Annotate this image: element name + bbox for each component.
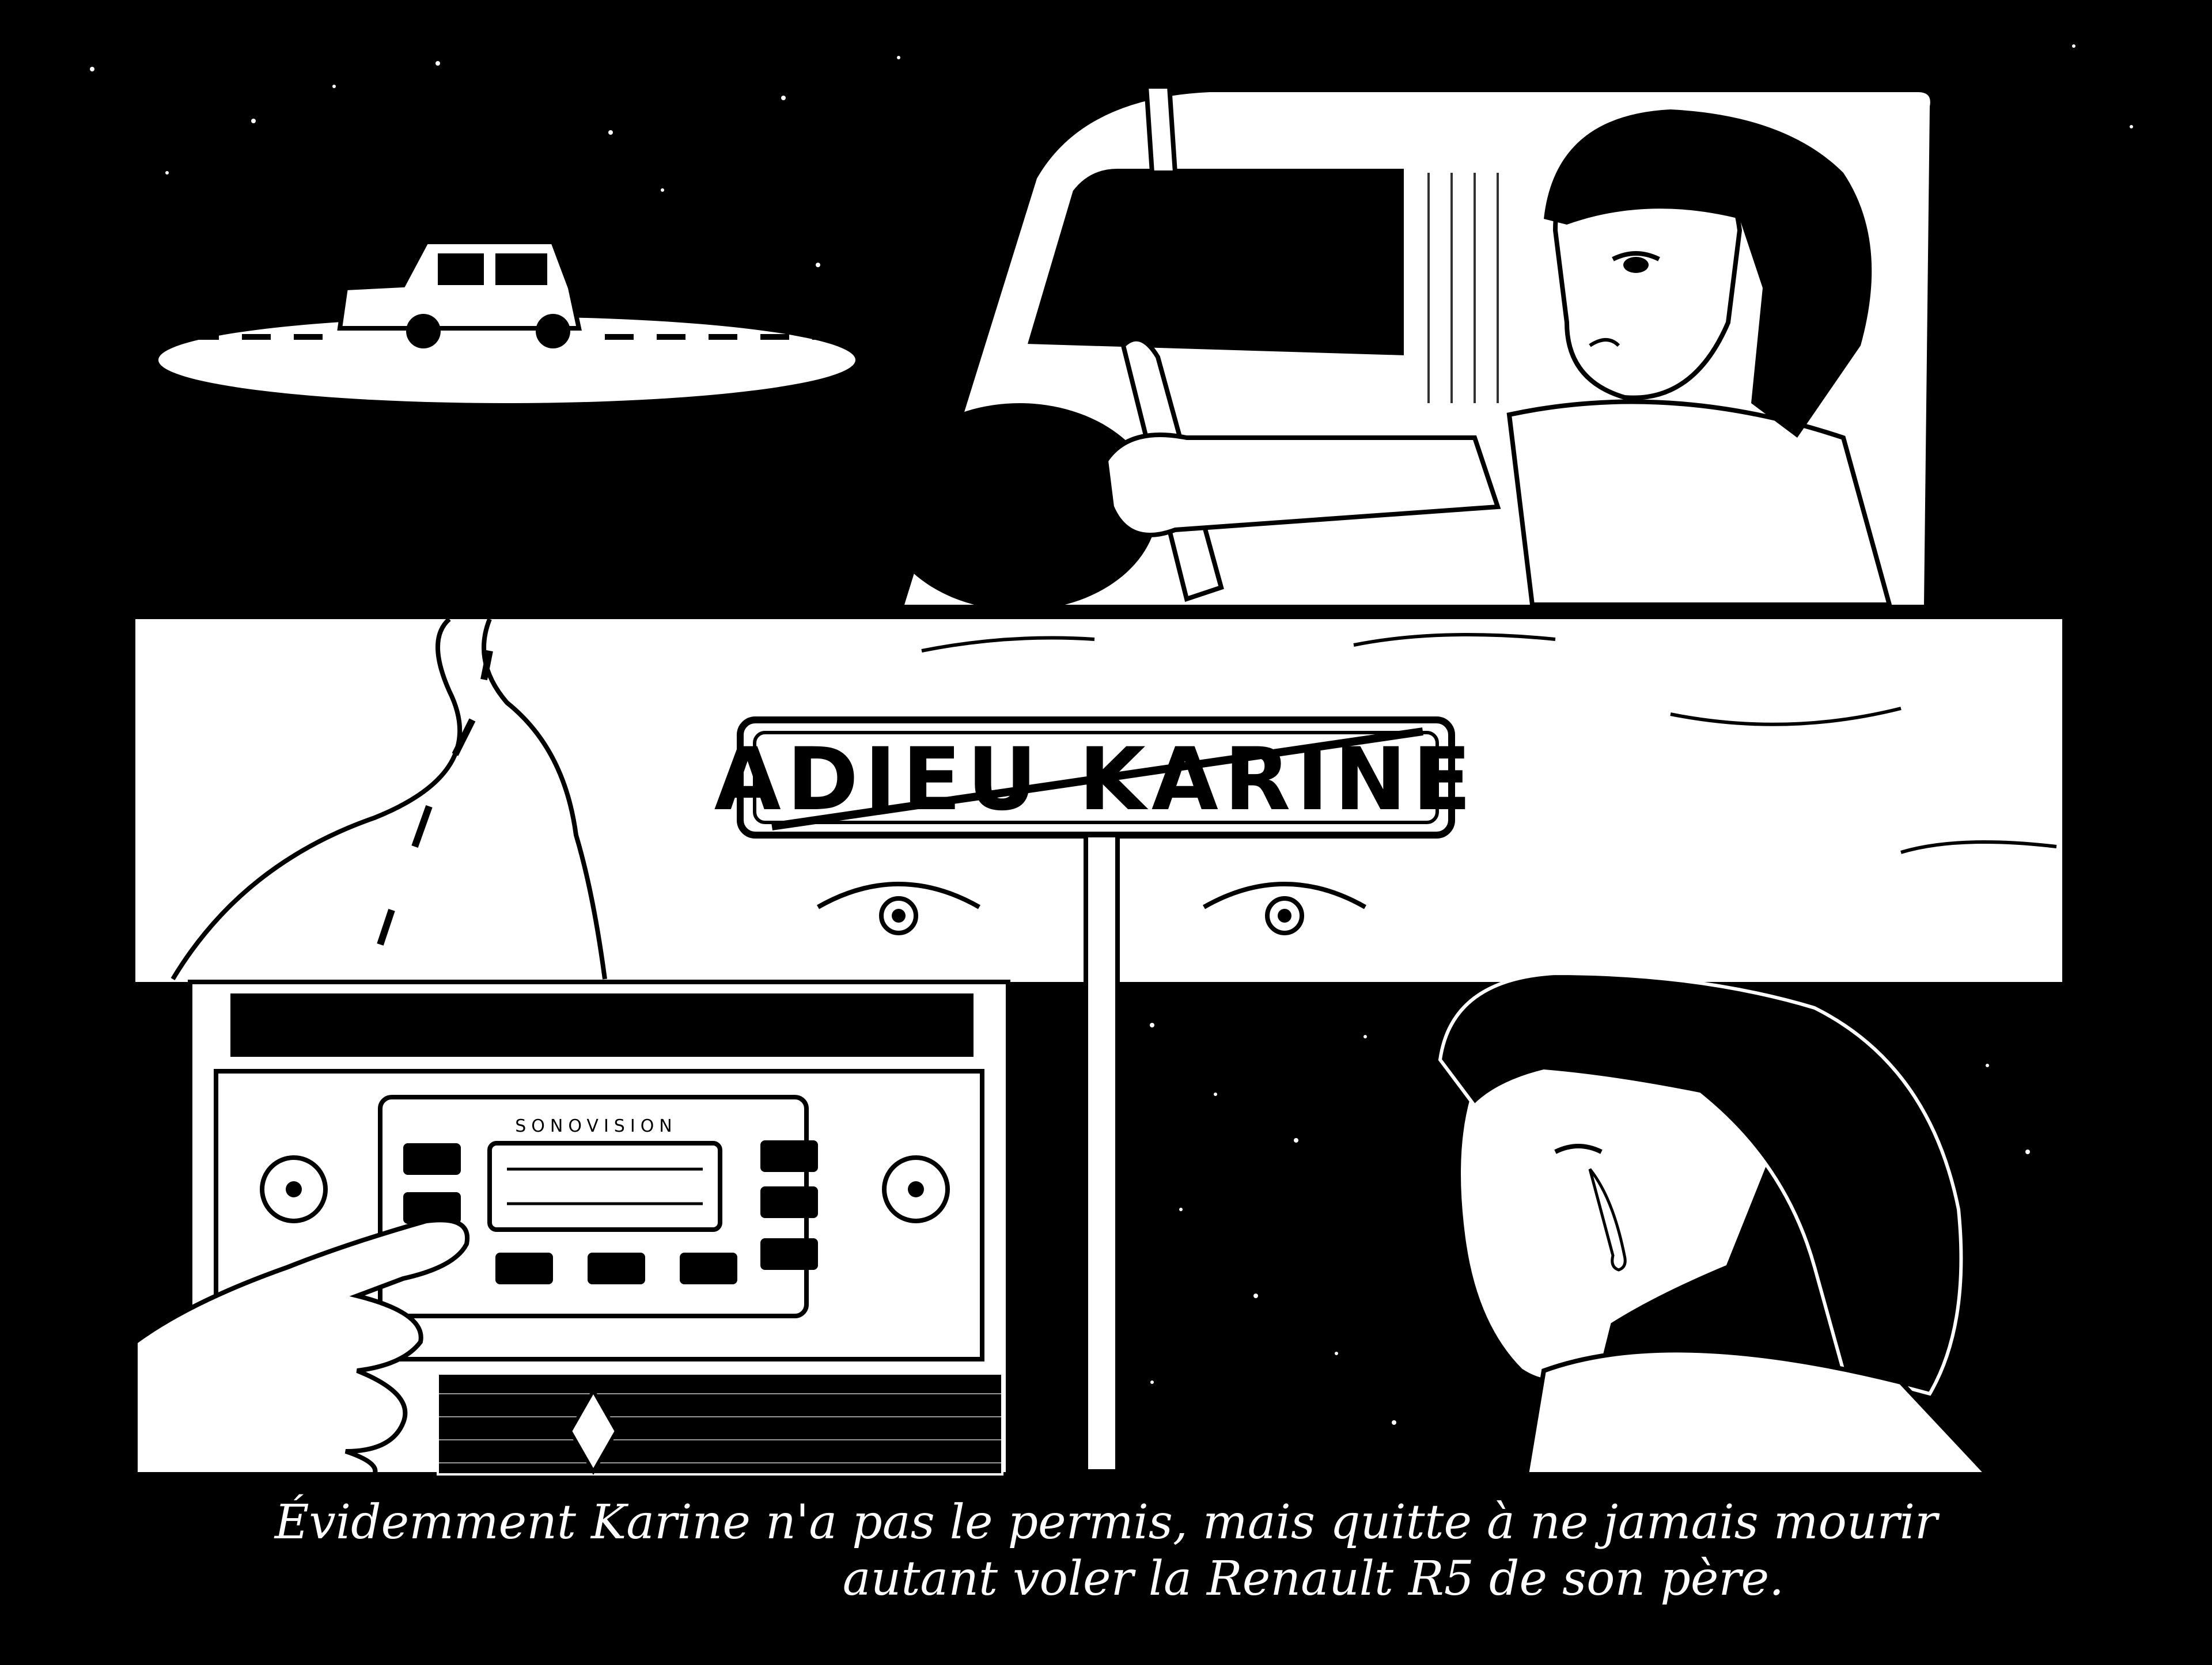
left-knob-icon bbox=[260, 1155, 328, 1223]
right-knob-icon bbox=[882, 1155, 950, 1223]
left-eye-icon bbox=[817, 882, 980, 935]
car-radio-panel: SONOVISION bbox=[133, 980, 1086, 1477]
night-stars bbox=[90, 44, 2133, 267]
renault-logo-icon bbox=[568, 1387, 619, 1476]
narration-caption: Évidemment Karine n'a pas le permis, mai… bbox=[132, 1495, 2080, 1608]
adieu-karine-sign: ADIEU KARINE bbox=[714, 716, 1471, 1474]
crying-girl-panel bbox=[1118, 971, 2062, 1477]
radio-brand-label: SONOVISION bbox=[515, 1116, 677, 1136]
caption-line-1: Évidemment Karine n'a pas le permis, mai… bbox=[274, 1495, 1938, 1550]
radio-buttons bbox=[403, 1140, 818, 1284]
girl-driving-panel bbox=[881, 84, 1930, 610]
caption-line-2: autant voler la Renault R5 de son père. bbox=[842, 1552, 1785, 1607]
pointing-hand bbox=[133, 1218, 470, 1477]
tear-drop-icon bbox=[1588, 1168, 1627, 1272]
renault-car-icon bbox=[337, 240, 582, 348]
right-eye-icon bbox=[1203, 882, 1366, 935]
car-on-road-panel bbox=[158, 240, 855, 403]
road-landscape-panel: ADIEU KARINE bbox=[135, 617, 2062, 1474]
road-center-dashes bbox=[377, 650, 493, 946]
